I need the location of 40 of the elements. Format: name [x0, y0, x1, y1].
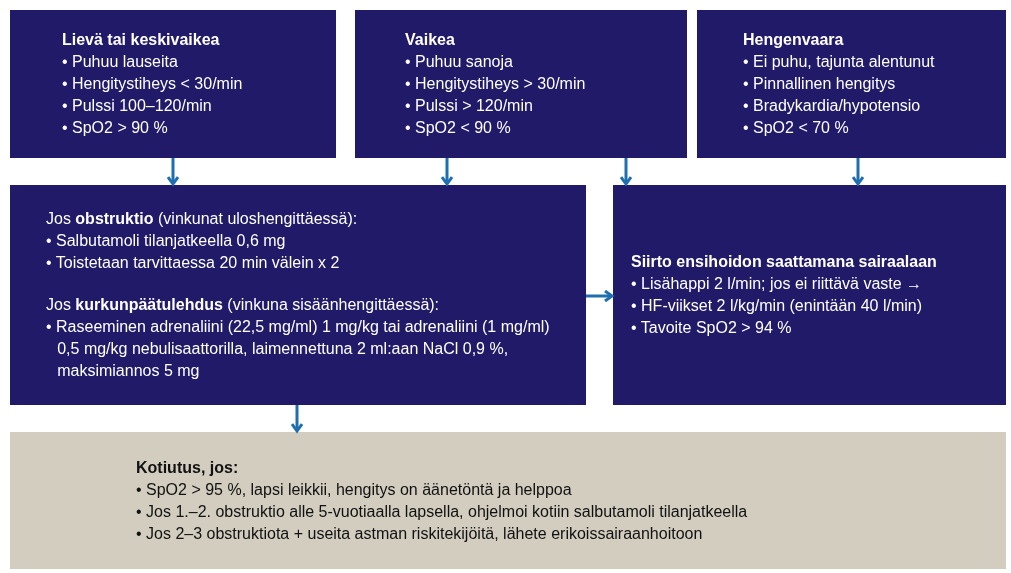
- severity-box: [697, 10, 1006, 158]
- bullet-item: • Pinnallinen hengitys: [743, 74, 897, 94]
- bullet-item: • SpO2 < 90 %: [405, 118, 512, 138]
- arrow: [440, 158, 454, 186]
- bullet-item: • Hengitystiheys < 30/min: [62, 74, 244, 94]
- severity-box: [10, 10, 336, 158]
- bullet-item: • Toistetaan tarvittaessa 20 min välein x 2: [46, 253, 341, 273]
- bullet-item: • SpO2 < 70 %: [743, 118, 850, 138]
- bullet-item: • Ei puhu, tajunta alentunut: [743, 52, 936, 72]
- bullet-item: • HF-viikset 2 l/kg/min (enintään 40 l/min): [631, 296, 924, 316]
- bullet-item: • Raseeminen adrenaliini (22,5 mg/ml) 1 mg/kg tai adrenaliini (1 mg/ml) 0,5 mg/kg nebulisaattorilla, laimennettuna 2 ml:aan NaCl 0,9 %, maksimiannos 5 mg: [46, 317, 551, 381]
- bullet-item: • Tavoite SpO2 > 94 %: [631, 318, 793, 338]
- arrow: [586, 289, 614, 303]
- box-heading: Kotiutus, jos:: [136, 457, 240, 478]
- arrow: [290, 405, 304, 433]
- bullet-item: • Bradykardia/hypotensio: [743, 96, 922, 116]
- box-heading: Siirto ensihoidon saattamana sairaalaan: [631, 252, 938, 272]
- arrow: [619, 158, 633, 186]
- bullet-item: • SpO2 > 95 %, lapsi leikkii, hengitys on äänetöntä ja helppoa: [136, 479, 573, 500]
- bullet-item: • Pulssi 100–120/min: [62, 96, 213, 116]
- bullet-item: • Puhuu sanoja: [405, 52, 514, 72]
- bullet-item: • Salbutamoli tilanjatkeella 0,6 mg: [46, 231, 287, 251]
- bullet-item: • Jos 2–3 obstruktiota + useita astman riskitekijöitä, lähete erikoissairaanhoitoon: [136, 523, 704, 544]
- bullet-item: • Jos 1.–2. obstruktio alle 5-vuotiaalla lapsella, ohjelmoi kotiin salbutamoli tilanjatkeella: [136, 501, 749, 522]
- severity-box: [355, 10, 687, 158]
- transfer-box: [613, 185, 1006, 405]
- box-heading: Vaikea: [405, 30, 456, 50]
- treatment-box: [10, 185, 586, 405]
- bullet-item: • Hengitystiheys > 30/min: [405, 74, 587, 94]
- arrow: [851, 158, 865, 186]
- box-heading: Lievä tai keskivaikea: [62, 30, 221, 50]
- box-heading: Jos obstruktio (vinkunat uloshengittäessä):: [46, 209, 359, 229]
- bullet-item: • Lisähappi 2 l/min; jos ei riittävä vaste →: [631, 274, 924, 294]
- arrow: [166, 158, 180, 186]
- box-heading: Jos kurkunpäätulehdus (vinkuna sisäänhengittäessä):: [46, 295, 441, 315]
- bullet-item: • SpO2 > 90 %: [62, 118, 169, 138]
- bullet-item: • Pulssi > 120/min: [405, 96, 534, 116]
- discharge-box: [10, 432, 1006, 569]
- box-heading: Hengenvaara: [743, 30, 845, 50]
- bullet-item: • Puhuu lauseita: [62, 52, 179, 72]
